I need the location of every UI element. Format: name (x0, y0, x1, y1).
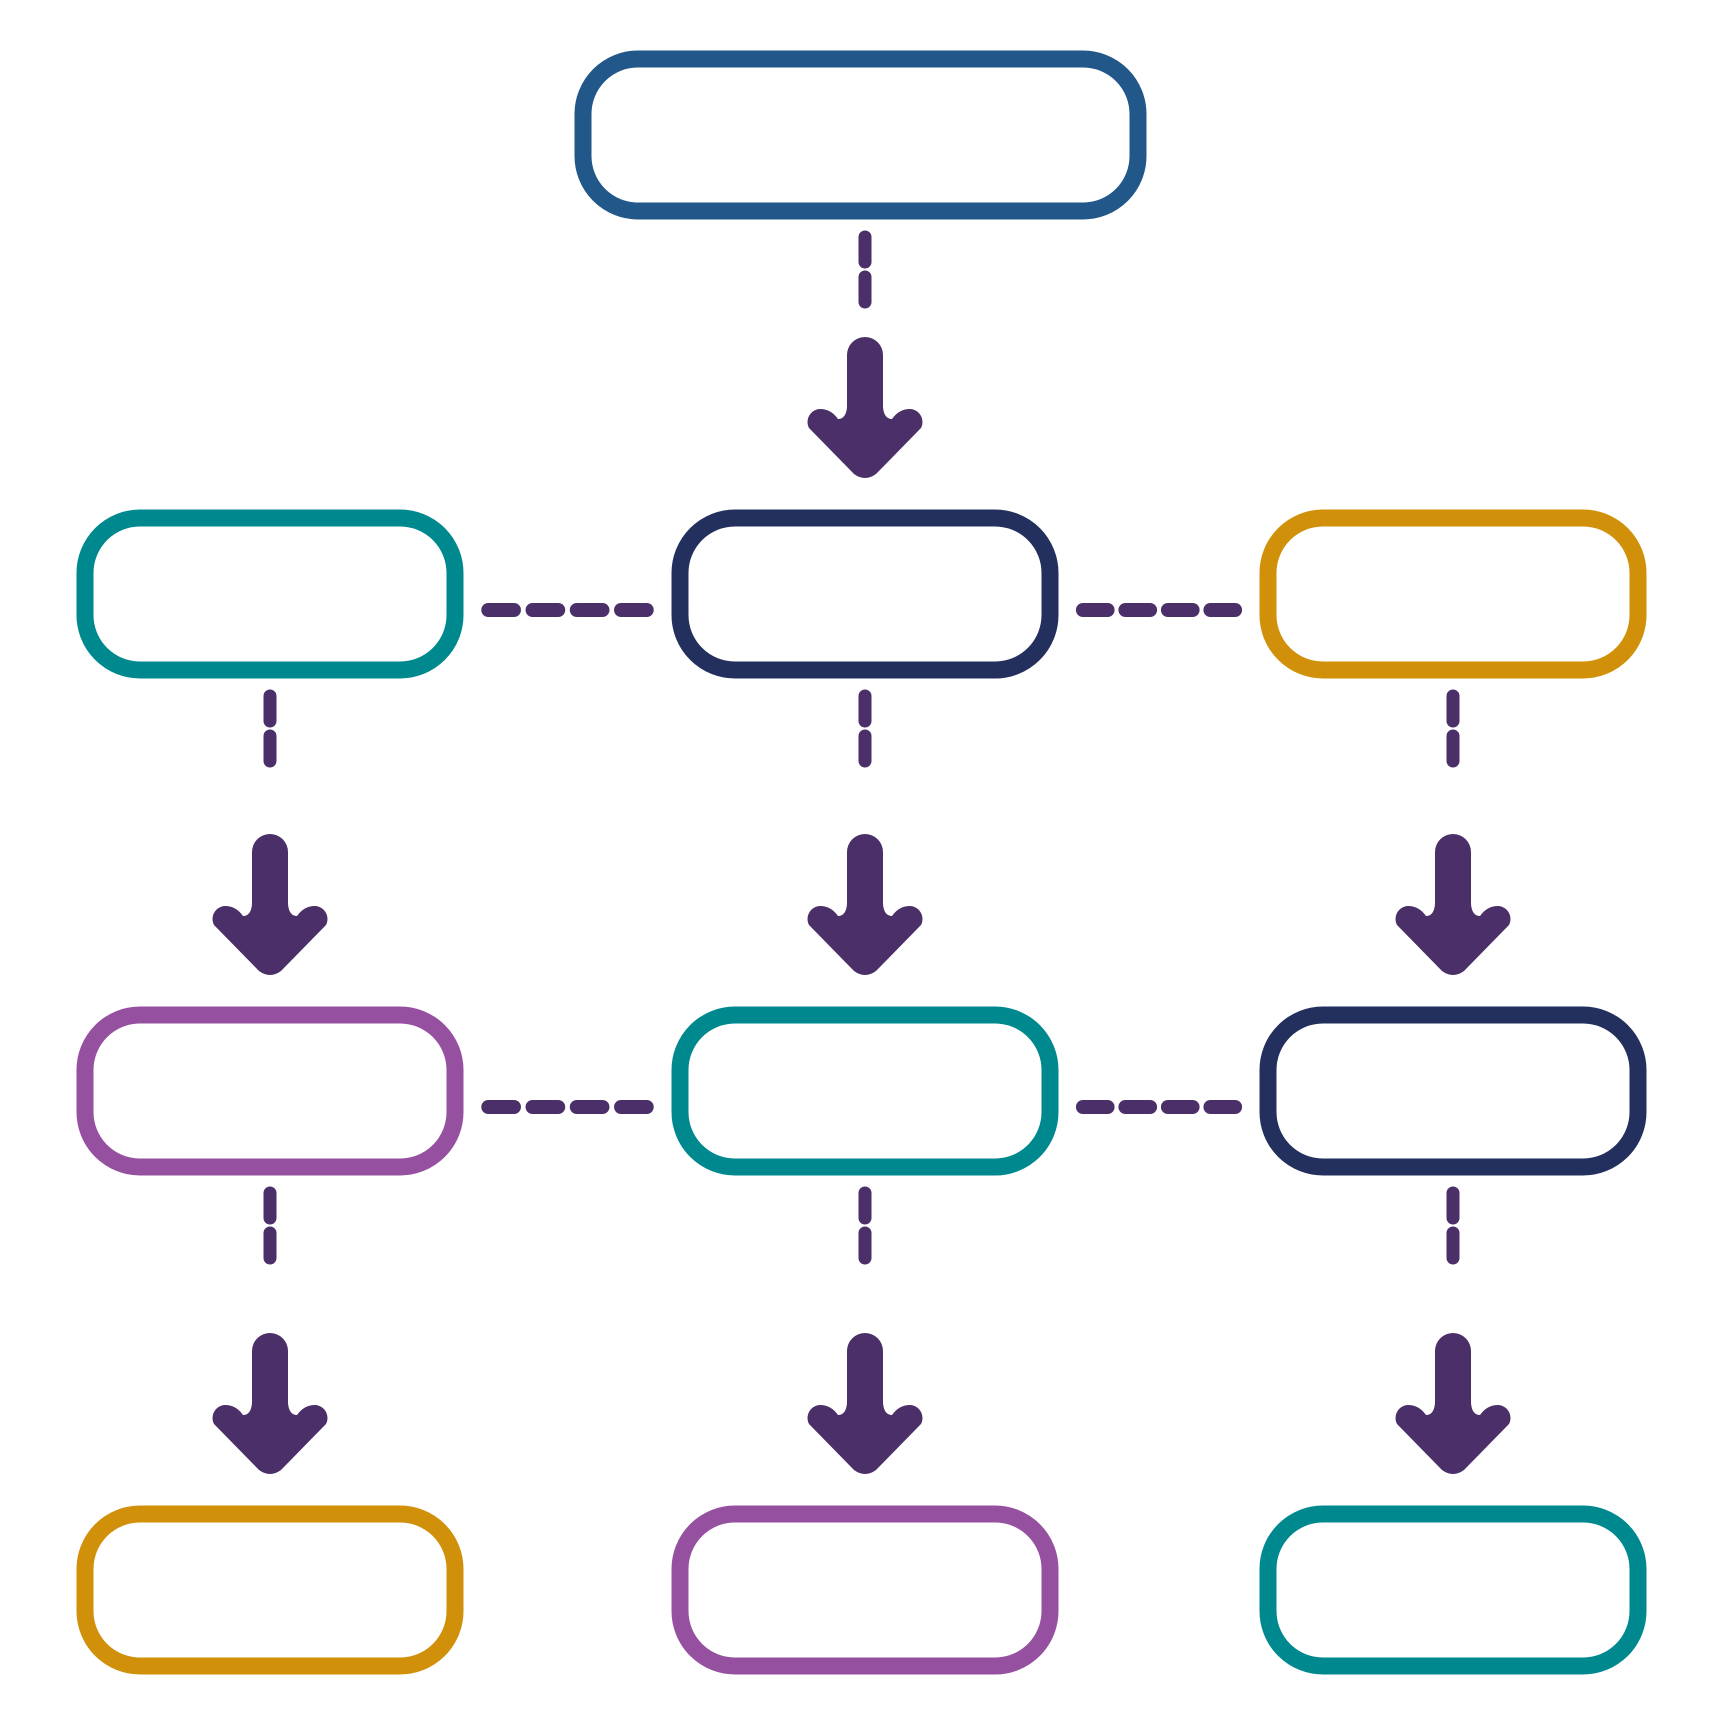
arrow-row2-left-to-row3-left (212, 1186, 328, 1474)
down-arrow-icon (212, 834, 328, 975)
node-boxes (76, 50, 1647, 1675)
node-box-row3-center (671, 1505, 1059, 1675)
node-box-row2-left (76, 1006, 464, 1176)
arrow-row1-left-to-row2-left (212, 689, 328, 975)
down-arrow-icon (1395, 834, 1511, 975)
node-box-row1-center (671, 509, 1059, 679)
node-box-root (574, 50, 1147, 220)
dashed-links (481, 603, 1243, 1114)
arrow-root-to-row1-center (807, 230, 923, 478)
node-box-row2-center (671, 1006, 1059, 1176)
down-arrow-icon (807, 834, 923, 975)
node-box-row1-right (1259, 509, 1647, 679)
down-arrow-icon (212, 1333, 328, 1474)
arrow-row1-right-to-row2-right (1395, 689, 1511, 975)
down-arrows (212, 230, 1511, 1474)
arrow-row1-center-to-row2-center (807, 689, 923, 975)
down-arrow-icon (807, 1333, 923, 1474)
down-arrow-icon (1395, 1333, 1511, 1474)
arrow-row2-right-to-row3-right (1395, 1186, 1511, 1474)
node-box-row3-right (1259, 1505, 1647, 1675)
node-box-row1-left (76, 509, 464, 679)
down-arrow-icon (807, 337, 923, 478)
arrow-row2-center-to-row3-center (807, 1186, 923, 1474)
node-box-row3-left (76, 1505, 464, 1675)
node-box-row2-right (1259, 1006, 1647, 1176)
